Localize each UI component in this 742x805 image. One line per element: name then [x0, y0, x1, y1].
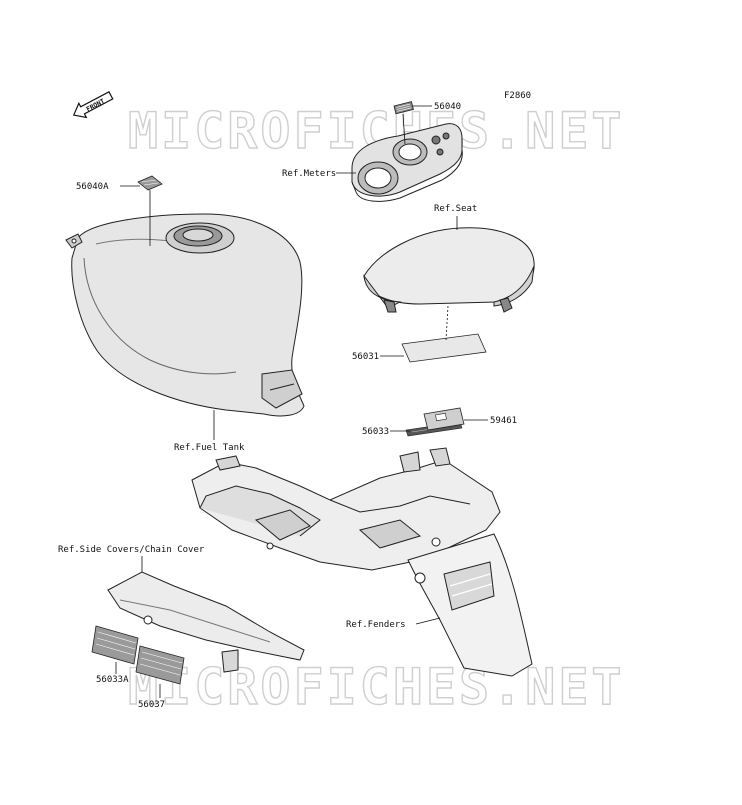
- chain-cover: [107, 571, 305, 673]
- rear-fender-tray: [191, 447, 501, 571]
- figure-code: F2860: [504, 91, 531, 101]
- watermark-bottom: MICROFICHES.NET: [128, 658, 625, 716]
- seat: [363, 227, 535, 313]
- sticker-56040A: [137, 175, 163, 191]
- fuel-tank: [65, 213, 305, 417]
- label-59461: 59461: [490, 416, 517, 426]
- front-arrow-icon: FRONT: [72, 91, 114, 119]
- label-56037: 56037: [138, 700, 165, 710]
- sticker-56033A: [91, 625, 139, 665]
- label-56040A: 56040A: [76, 182, 109, 192]
- sticker-59461: [423, 407, 465, 431]
- label-56040: 56040: [434, 102, 461, 112]
- rear-fender: [407, 533, 533, 677]
- label-56033A: 56033A: [96, 675, 129, 685]
- label-56031: 56031: [352, 352, 379, 362]
- meters-cluster: [351, 123, 463, 202]
- sticker-56031: [401, 333, 487, 363]
- label-ref-fenders: Ref.Fenders: [346, 620, 406, 630]
- label-ref-meters: Ref.Meters: [282, 169, 336, 179]
- label-56033: 56033: [362, 427, 389, 437]
- label-ref-seat: Ref.Seat: [434, 204, 477, 214]
- label-ref-fuel-tank: Ref.Fuel Tank: [174, 443, 245, 453]
- label-ref-side-covers: Ref.Side Covers/Chain Cover: [58, 545, 205, 555]
- sticker-56037: [135, 645, 185, 685]
- sticker-56040: [393, 101, 414, 115]
